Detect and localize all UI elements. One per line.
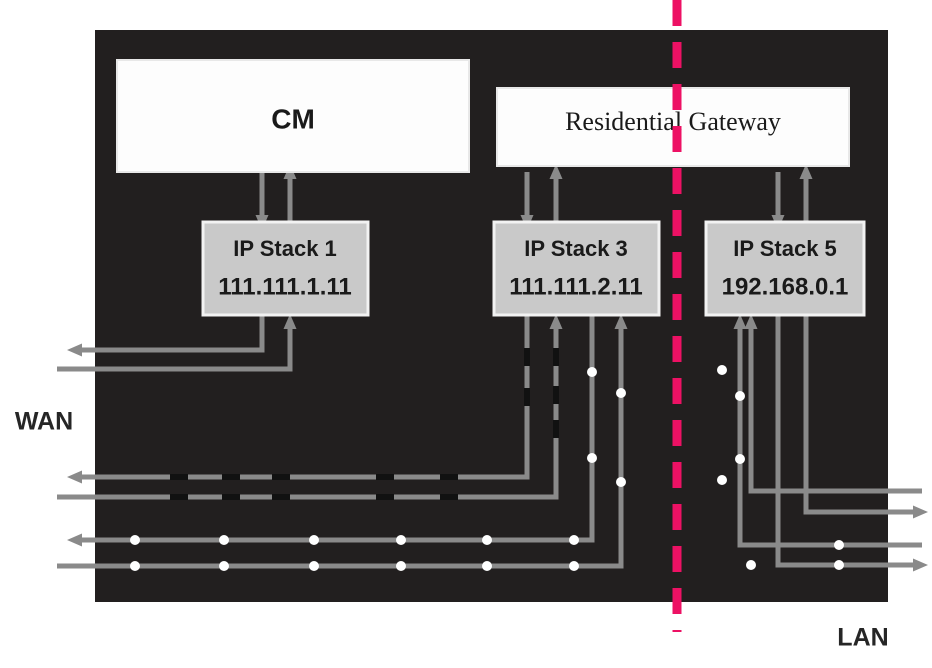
conn-stack3-dotted-out (67, 315, 595, 547)
ip-stack-5-name: IP Stack 5 (733, 236, 837, 261)
conn-stack5-in-upper (744, 314, 922, 494)
ip-stack-1-address: 111.111.1.11 (218, 273, 352, 300)
dash-marker-layer (170, 348, 559, 500)
ip-stack-1-name: IP Stack 1 (233, 236, 337, 261)
connector-layer (57, 164, 928, 572)
ip-stack-3-box[interactable]: IP Stack 3 111.111.2.11 (492, 220, 661, 317)
ip-stack-1-box[interactable]: IP Stack 1 111.111.1.11 (201, 220, 370, 317)
wan-label: WAN (15, 408, 73, 436)
conn-stack5-out-upper (803, 315, 928, 519)
conn-stack1-out (67, 315, 265, 357)
conn-stack3-dotted-in (57, 314, 628, 569)
ip-stack-3-name: IP Stack 3 (524, 236, 628, 261)
lan-label: LAN (837, 624, 888, 652)
ip-stack-5-box[interactable]: IP Stack 5 192.168.0.1 (704, 220, 866, 317)
title-box-cm[interactable]: CM (116, 59, 470, 173)
ip-stack-5-address: 192.168.0.1 (722, 273, 849, 300)
ip-stack-3-address: 111.111.2.11 (509, 273, 643, 300)
cm-label: CM (271, 103, 315, 134)
conn-stack1-in (57, 314, 297, 372)
dot-marker-layer (130, 365, 844, 571)
conn-stack5-out-lower (775, 315, 928, 572)
